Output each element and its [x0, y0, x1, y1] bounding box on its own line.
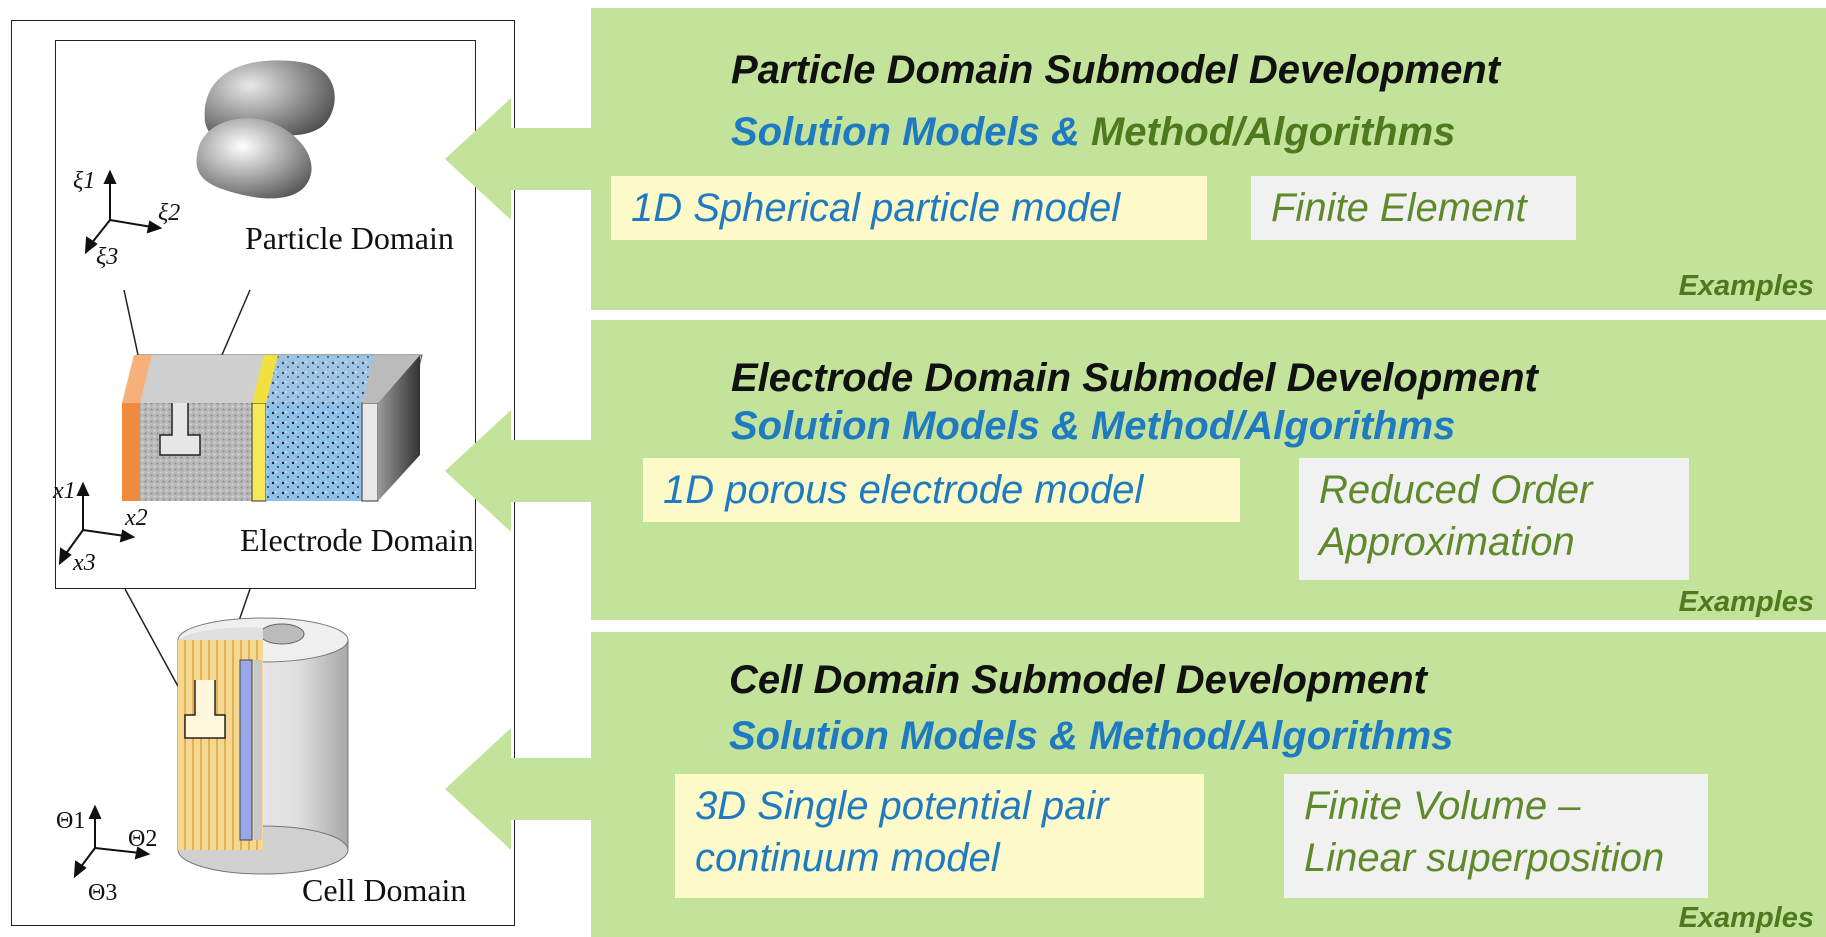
electrode-arrow	[445, 410, 595, 532]
cell-arrow	[445, 728, 595, 850]
particle-arrow	[445, 98, 595, 220]
electrode-axis-1: x1	[53, 478, 76, 504]
method-line-2: Linear superposition	[1304, 836, 1665, 880]
cell-axis-3: Θ3	[88, 880, 118, 906]
panel-subtitle: Solution Models & Method/Algorithms	[731, 404, 1456, 448]
model-line-2: continuum model	[695, 836, 1000, 880]
electrode-axis-3: x3	[73, 550, 96, 576]
model-example-box: 3D Single potential pair continuum model	[675, 774, 1204, 898]
examples-label: Examples	[1678, 902, 1814, 934]
particle-axes	[84, 169, 163, 255]
method-example-box: Finite Element	[1251, 176, 1576, 240]
panel-title: Particle Domain Submodel Development	[731, 48, 1501, 92]
particle-submodel-panel: Particle Domain Submodel Development Sol…	[591, 8, 1826, 310]
model-example-box: 1D porous electrode model	[643, 458, 1240, 522]
cell-domain-label: Cell Domain	[302, 872, 467, 908]
method-line-1: Finite Volume –	[1304, 784, 1581, 828]
subtitle-methods: Method/Algorithms	[1079, 110, 1456, 154]
electrode-axes	[58, 481, 136, 566]
model-example-box: 1D Spherical particle model	[611, 176, 1207, 240]
examples-label: Examples	[1678, 270, 1814, 302]
panel-title: Electrode Domain Submodel Development	[731, 356, 1538, 400]
particle-axis-3: ξ3	[96, 244, 119, 270]
cylindrical-cell	[177, 617, 349, 875]
panel-subtitle: Solution Models & Method/Algorithms	[731, 110, 1455, 155]
method-example-box: Finite Volume – Linear superposition	[1284, 774, 1708, 898]
panel-title: Cell Domain Submodel Development	[729, 658, 1427, 702]
electrode-block	[122, 354, 423, 502]
electrode-domain-label: Electrode Domain	[240, 522, 474, 558]
particle-axis-1: ξ1	[73, 168, 96, 194]
cell-axis-1: Θ1	[56, 808, 86, 834]
subtitle-solution-models: Solution Models &	[731, 110, 1080, 154]
cell-submodel-panel: Cell Domain Submodel Development Solutio…	[591, 632, 1826, 937]
method-example-box: Reduced Order Approximation	[1299, 458, 1689, 580]
electrode-axis-2: x2	[125, 505, 148, 531]
panel-subtitle: Solution Models & Method/Algorithms	[729, 714, 1454, 758]
electrode-submodel-panel: Electrode Domain Submodel Development So…	[591, 320, 1826, 620]
examples-label: Examples	[1678, 586, 1814, 618]
cell-axes	[73, 804, 151, 879]
particle-domain-label: Particle Domain	[245, 220, 454, 256]
particle-axis-2: ξ2	[158, 200, 181, 226]
method-line-2: Approximation	[1319, 520, 1575, 564]
cell-axis-2: Θ2	[128, 826, 158, 852]
method-line-1: Reduced Order	[1319, 468, 1593, 512]
model-line-1: 3D Single potential pair	[695, 784, 1109, 828]
particle-shapes	[196, 60, 335, 199]
